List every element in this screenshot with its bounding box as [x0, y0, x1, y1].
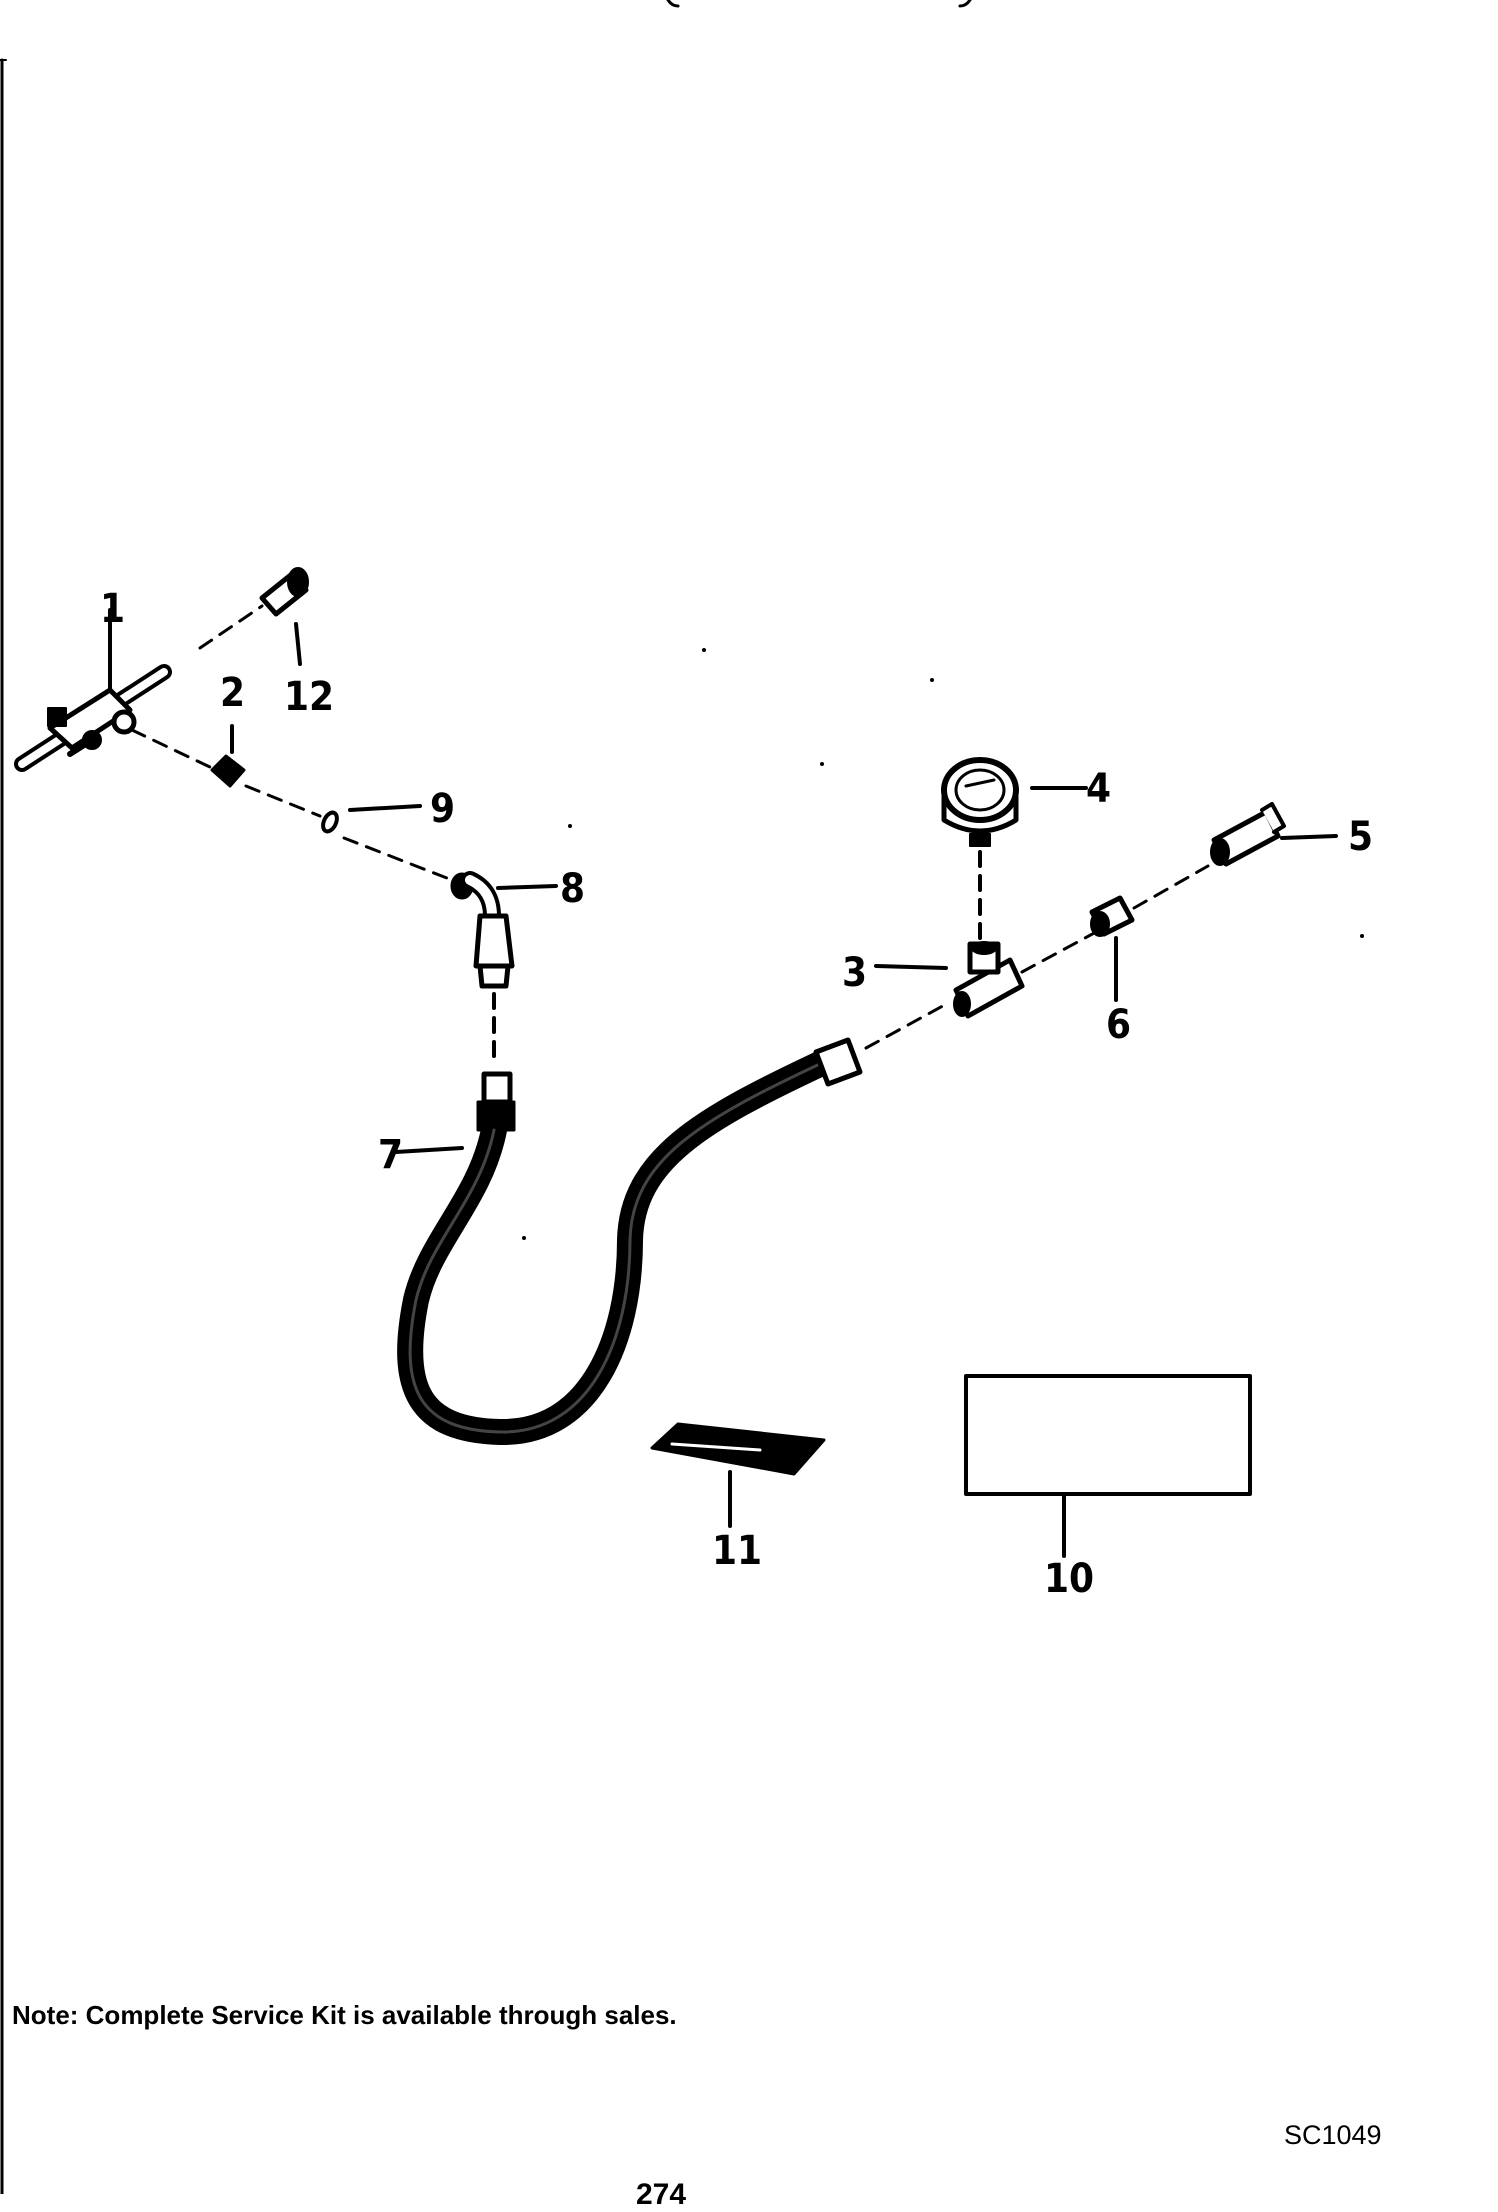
- callout-9: 9: [430, 786, 455, 832]
- callout-4: 4: [1086, 766, 1111, 812]
- callout-12: 12: [284, 674, 334, 720]
- callout-8: 8: [560, 866, 585, 912]
- callout-2: 2: [220, 670, 245, 716]
- callout-10: 10: [1044, 1556, 1094, 1602]
- part-5-adapter: [1210, 802, 1286, 867]
- part-6-bushing: [1089, 895, 1135, 937]
- page-number: 274: [636, 2178, 687, 2211]
- part-2-fitting: [210, 754, 246, 788]
- part-9-o-ring: [321, 810, 339, 834]
- part-7-hose-assembly: [397, 1037, 863, 1446]
- part-4-gauge: [941, 757, 1019, 847]
- callout-7: 7: [378, 1132, 403, 1178]
- part-11-decal: [650, 1422, 826, 1476]
- callout-6: 6: [1106, 1002, 1131, 1048]
- callout-1: 1: [100, 586, 125, 632]
- part-1-tee-manifold: [14, 664, 172, 772]
- part-10-manual: [964, 1374, 1252, 1496]
- part-8-elbow-fitting: [342, 836, 515, 989]
- callout-3: 3: [842, 950, 867, 996]
- callout-11: 11: [712, 1528, 762, 1574]
- part-3-tee: [953, 941, 1025, 1019]
- drawing-code: SC1049: [1284, 2120, 1382, 2150]
- callout-5: 5: [1348, 814, 1373, 860]
- service-kit-note: Note: Complete Service Kit is available …: [12, 2000, 677, 2030]
- part-12-plug: [259, 567, 309, 617]
